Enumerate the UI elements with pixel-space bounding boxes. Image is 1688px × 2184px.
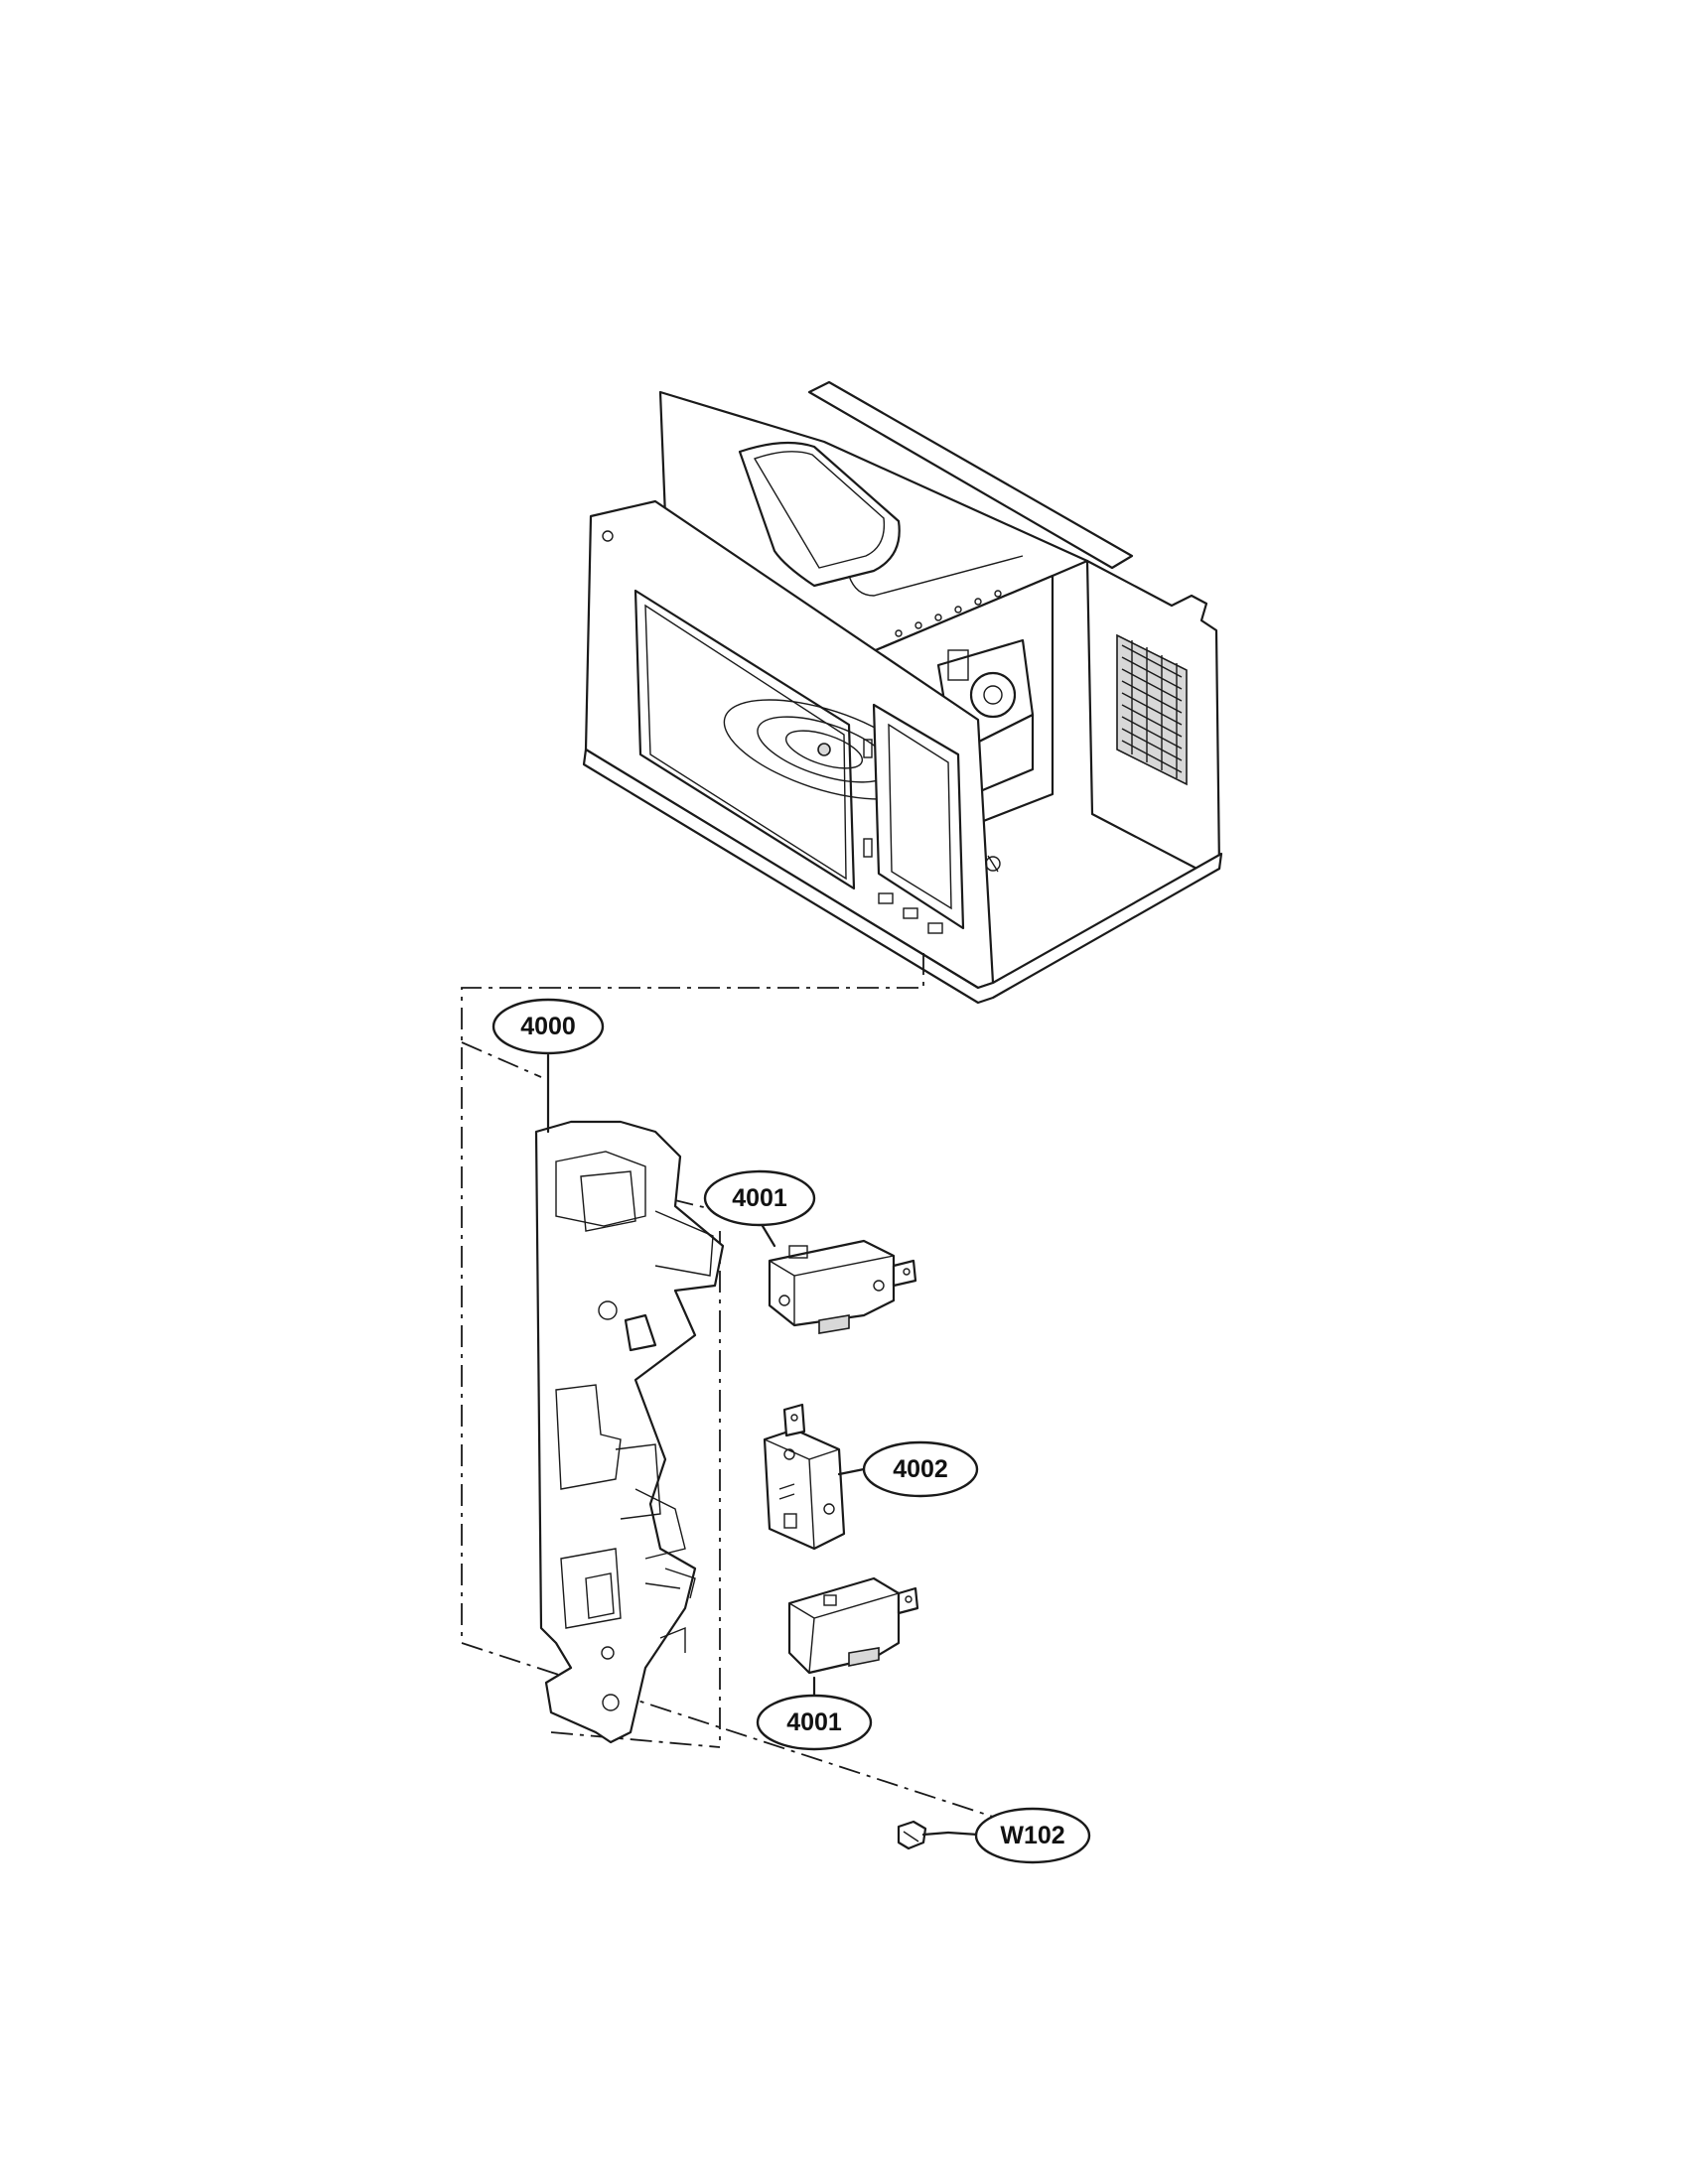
micro-switch-middle <box>763 1403 846 1551</box>
micro-switch-upper <box>768 1239 917 1334</box>
callout-label-4001-lower: 4001 <box>786 1708 842 1736</box>
callout-4001-upper: 4001 <box>703 1169 816 1227</box>
micro-switch-lower <box>787 1576 919 1675</box>
microwave-cavity-assembly <box>582 380 1223 1005</box>
interlock-bracket <box>534 1120 725 1744</box>
vent-grille <box>1116 633 1188 786</box>
waveguide-cover <box>738 441 1024 597</box>
callout-w102: W102 <box>974 1807 1091 1864</box>
screw <box>897 1820 950 1850</box>
callout-label-w102: W102 <box>1000 1822 1064 1849</box>
callout-4001-lower: 4001 <box>756 1694 873 1751</box>
callout-4000: 4000 <box>492 998 605 1055</box>
callout-label-4001-upper: 4001 <box>732 1184 787 1212</box>
callout-4002: 4002 <box>862 1440 979 1498</box>
callout-label-4002: 4002 <box>893 1455 948 1483</box>
callout-label-4000: 4000 <box>520 1013 576 1040</box>
